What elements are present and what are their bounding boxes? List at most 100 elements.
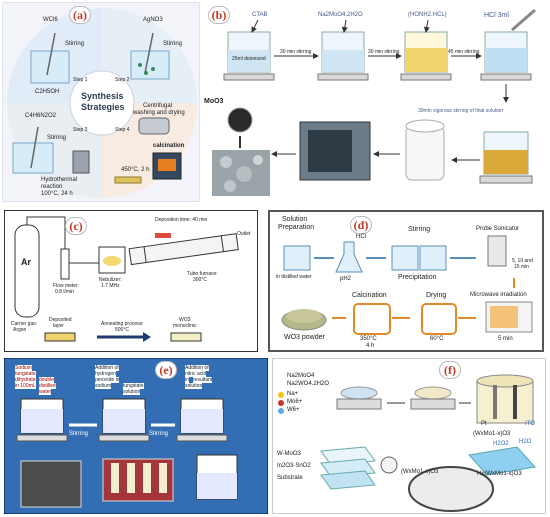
- flow-label-2: 0.8 l/min: [55, 289, 74, 295]
- panel-e: (e) Sodium tungstate dihydrate in 100mL …: [4, 358, 268, 514]
- panel-b: (b) CTAB Na2MoO4.2H2O (HONH2.HCL) HCl 3m…: [200, 2, 548, 202]
- box2-line-5: tungstate: [123, 383, 144, 389]
- panel-f-label: (f): [439, 361, 461, 379]
- dryer: [421, 303, 457, 335]
- hydrothermal-label-1: Hydrothermal: [41, 177, 78, 183]
- product-label: MoO3: [204, 98, 224, 105]
- electrochemical-cell: [476, 380, 534, 424]
- precipitation-label: Precipitation: [398, 274, 437, 281]
- formula-top: (WxMo1-x)O3: [473, 431, 511, 437]
- panel-c-label: (c): [65, 217, 87, 235]
- panel-a-label: (a): [69, 6, 91, 24]
- boat: [114, 176, 142, 184]
- wo3-layer: [170, 332, 202, 342]
- panel-d: (d) Solution Preparation in distilled wa…: [268, 210, 544, 352]
- reagent-agno3: AgNO3: [143, 17, 163, 23]
- probe-times: 5, 10 and: [512, 258, 533, 264]
- formula-bottom: (WxMo1-x)O3: [401, 469, 439, 475]
- stirring-label-3: Stirring: [47, 135, 67, 141]
- neb-label-2: 1.7 MHz: [101, 283, 120, 289]
- panel-a: (a) WCl6 C2H5OH Stirring AgNO3 Stirring …: [2, 2, 200, 202]
- box1-line-6: distilled: [39, 383, 56, 389]
- step4-sector: [102, 103, 197, 198]
- box1-line-2: tungstate: [15, 371, 36, 377]
- panel-c: (c) Ar Carrier gas: Argon Flow meter: 0.…: [4, 210, 258, 352]
- stirring-label-e2: Stirring: [149, 431, 169, 437]
- f-dish-2: [414, 386, 452, 400]
- flow-label-1: Flow meter:: [53, 283, 80, 289]
- moo3-powder: [227, 107, 253, 133]
- hcl-label-d: HCl: [356, 234, 366, 240]
- box3-line-4: resultant: [193, 377, 213, 383]
- pt-label: Pt: [481, 421, 487, 427]
- step-3: Step 3: [73, 127, 88, 133]
- calcination-temp: 450°C, 2 h: [121, 167, 150, 173]
- flow-meter: [60, 248, 70, 280]
- box1-line-7: water: [39, 389, 52, 395]
- crystal-zoom: [408, 466, 494, 512]
- step-1: Step 1: [73, 77, 88, 83]
- h2o2-label: H2O2: [493, 441, 509, 447]
- legend-w-ion: W6+: [287, 407, 300, 413]
- legend-na2wo4: Na2WO4.2H2O: [287, 381, 330, 387]
- f-dish-1: [340, 386, 378, 400]
- box2-line-6: solution: [123, 389, 141, 395]
- drying-label: Drying: [426, 292, 447, 299]
- panel-b-drawing: [212, 8, 536, 196]
- deposition-label: Deposition time: 40 min: [155, 217, 208, 223]
- legend-na2moo4: Na2MoO4: [287, 373, 315, 379]
- ctab-label: CTAB: [252, 12, 268, 18]
- argon-cylinder: [14, 224, 40, 318]
- calc-time: 4 h: [366, 343, 375, 349]
- deposited-label-1: Deposited: [49, 317, 72, 323]
- center-title-1: Synthesis: [81, 91, 124, 101]
- stir-rod-1: [46, 32, 56, 76]
- stir-time-2: 30 min stirring: [368, 49, 400, 55]
- panel-f-drawing: [278, 374, 536, 512]
- box1-line-3: dihydrate: [15, 377, 36, 383]
- box3-line-2: nitric acid: [185, 371, 207, 377]
- sem-image-e: [20, 460, 82, 508]
- teflon-bottle: [405, 125, 445, 181]
- step-4: Step 4: [115, 127, 130, 133]
- hx-label: Hx(WxMo1-x)O3: [477, 471, 522, 477]
- legend-na-ion: Na+: [287, 391, 299, 397]
- d-beaker-2: [391, 245, 419, 271]
- na2moo4-label: Na2MoO4.2H2O: [318, 12, 363, 18]
- in-water-label: in distilled water: [276, 274, 312, 280]
- box3-line-5: solution: [185, 383, 203, 389]
- box2-line-4: sodium: [95, 383, 112, 389]
- box1-line-5: double: [39, 377, 55, 383]
- d-beaker-1: [283, 245, 311, 271]
- stir-time-3: 45 min stirring: [448, 49, 480, 55]
- gas-label: Ar: [21, 257, 32, 267]
- calc-temp: 350°C: [360, 336, 377, 342]
- nh2oh-label: (HONH2.HCL): [408, 12, 447, 18]
- stack-label-1: W-MoO3: [277, 451, 301, 457]
- probe-label: Probe Sonicator: [476, 226, 520, 232]
- furnace-label-2: 300°C: [193, 277, 207, 283]
- solution-label-2: Preparation: [278, 224, 315, 231]
- box2-line-1: Addition of: [95, 365, 119, 371]
- box1-line-1: Sodium: [15, 365, 32, 371]
- panel-d-drawing: [281, 235, 533, 335]
- stir-rod-2: [144, 32, 154, 74]
- deposited-label-2: layer: [53, 323, 64, 329]
- stirring-label-2: Stirring: [163, 41, 183, 47]
- outlet-label: Outlet: [237, 231, 251, 237]
- beaker-text: 25ml deionized: [232, 56, 266, 62]
- stack-layer-3: [320, 470, 376, 490]
- d-flask: [335, 241, 363, 273]
- anneal-label-2: 500°C: [115, 327, 129, 333]
- microwave-time: 5 min: [498, 336, 513, 342]
- carrier-label-1: Carrier gas:: [11, 321, 38, 327]
- step3-sector: [7, 103, 102, 198]
- probe-times-2: 15 min: [514, 264, 530, 270]
- centrifuge: [138, 117, 170, 135]
- h2o-label: H2O: [519, 439, 532, 445]
- reagent-wcl6: WCl6: [43, 17, 58, 23]
- box2-line-3: peroxide in: [95, 377, 120, 383]
- ph-label: pH2: [340, 276, 352, 282]
- stirring-label-e1: Stirring: [69, 431, 89, 437]
- calcinator: [353, 303, 391, 335]
